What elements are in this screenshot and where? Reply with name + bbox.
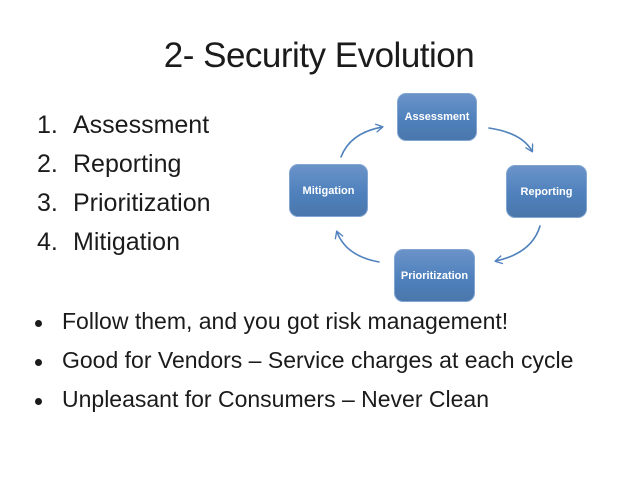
bullet-list: Follow them, and you got risk management… (35, 302, 573, 419)
arrow-mitigation-to-assessment (340, 123, 384, 158)
item-number: 1. (37, 111, 58, 139)
bullet-icon (35, 347, 62, 374)
slide-title: 2- Security Evolution (163, 36, 475, 75)
item-text: Assessment (73, 111, 210, 139)
item-number: 2. (37, 150, 58, 178)
bullet-item: Follow them, and you got risk management… (35, 302, 573, 341)
bullet-icon (35, 386, 62, 413)
cycle-node-assessment: Assessment (397, 93, 477, 141)
item-text: Reporting (73, 150, 182, 178)
arrow-prioritization-to-mitigation (334, 230, 380, 263)
cycle-node-prioritization: Prioritization (394, 249, 475, 302)
bullet-text: Follow them, and you got risk management… (62, 308, 509, 334)
item-number: 4. (37, 228, 58, 256)
bullet-text: Good for Vendors – Service charges at ea… (62, 347, 574, 373)
arrow-reporting-to-prioritization (494, 225, 541, 265)
bullet-item: Unpleasant for Consumers – Never Clean (35, 380, 573, 419)
numbered-item: 1. Assessment (37, 106, 211, 145)
bullet-item: Good for Vendors – Service charges at ea… (35, 341, 573, 380)
arrow-assessment-to-reporting (488, 127, 534, 153)
numbered-item: 3. Prioritization (37, 184, 211, 223)
bullet-text: Unpleasant for Consumers – Never Clean (62, 386, 489, 412)
bullet-icon (35, 308, 62, 335)
item-text: Prioritization (73, 189, 211, 217)
item-number: 3. (37, 189, 58, 217)
cycle-node-mitigation: Mitigation (289, 164, 368, 217)
cycle-node-reporting: Reporting (506, 165, 587, 218)
numbered-item: 2. Reporting (37, 145, 211, 184)
numbered-list: 1. Assessment 2. Reporting 3. Prioritiza… (37, 106, 211, 262)
item-text: Mitigation (73, 228, 180, 256)
numbered-item: 4. Mitigation (37, 223, 211, 262)
